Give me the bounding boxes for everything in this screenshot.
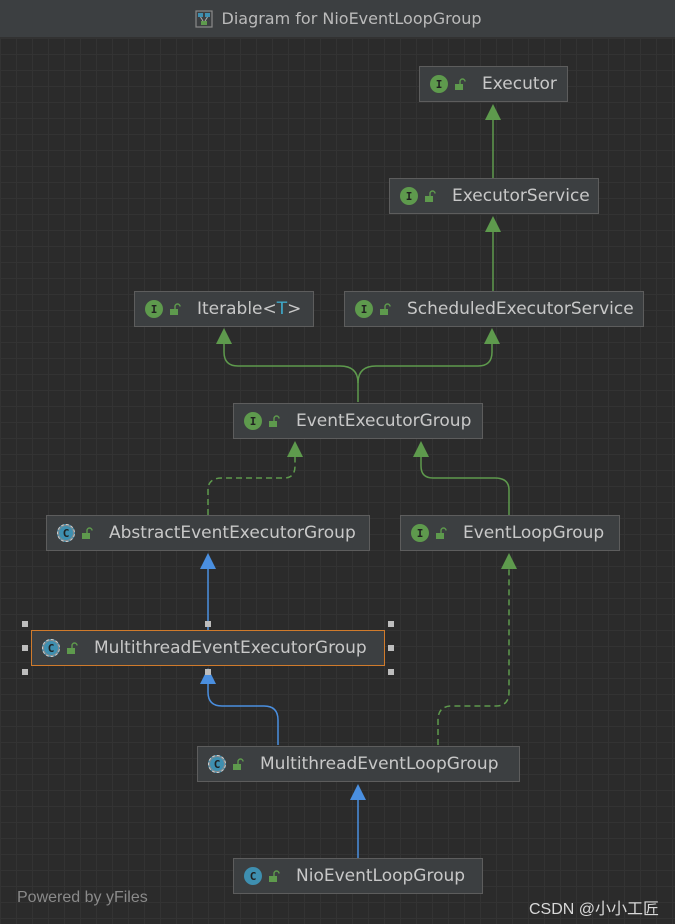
powered-by-text: Powered by yFiles <box>17 889 148 906</box>
unlocked-icon <box>269 415 280 427</box>
resize-handle-n[interactable] <box>205 621 211 627</box>
edge-executorservice-executor <box>485 104 501 180</box>
resize-handle-ne[interactable] <box>388 621 394 627</box>
resize-handle-nw[interactable] <box>22 621 28 627</box>
window-titlebar: Diagram for NioEventLoopGroup <box>0 0 675 38</box>
unlocked-icon <box>82 527 93 539</box>
edge-multithreadeventloopgroup-multithreadeventexecutorgroup <box>200 668 279 745</box>
resize-handle-e[interactable] <box>388 645 394 651</box>
unlocked-icon <box>425 190 436 202</box>
unlocked-icon <box>269 870 280 882</box>
resize-handle-se[interactable] <box>388 669 394 675</box>
window-title: Diagram for NioEventLoopGroup <box>221 9 482 28</box>
interface-icon: I <box>145 300 163 318</box>
edge-multithreadeventexecutorgroup-abstracteventexecutorgroup <box>200 553 216 630</box>
edges-layer <box>200 104 517 858</box>
resize-handle-s[interactable] <box>205 669 211 675</box>
node-multithread-event-executor-group[interactable]: C MultithreadEventExecutorGroup <box>31 630 385 666</box>
edge-eventloopgroup-eventexecutorgroup <box>413 441 510 515</box>
edge-eventexecutorgroup-iterable <box>216 328 359 402</box>
interface-icon: I <box>411 524 429 542</box>
node-scheduled-executor-service[interactable]: I ScheduledExecutorService <box>344 291 644 327</box>
node-label: Iterable <box>197 299 263 319</box>
node-multithread-event-loop-group[interactable]: C MultithreadEventLoopGroup <box>197 746 520 782</box>
unlocked-icon <box>170 303 181 315</box>
node-executor[interactable]: I Executor <box>419 66 568 102</box>
edge-nioeventloopgroup-multithreadeventloopgroup <box>350 784 366 858</box>
node-label: EventExecutorGroup <box>296 411 472 431</box>
node-label: ExecutorService <box>452 186 590 206</box>
interface-icon: I <box>430 75 448 93</box>
diagram-icon <box>194 9 213 28</box>
interface-icon: I <box>355 300 373 318</box>
edge-eventexecutorgroup-scheduledexecutorservice <box>357 328 500 384</box>
node-label: NioEventLoopGroup <box>296 866 466 886</box>
node-iterable[interactable]: I Iterable<T> <box>134 291 314 327</box>
node-label: ScheduledExecutorService <box>407 299 634 319</box>
interface-icon: I <box>244 412 262 430</box>
unlocked-icon <box>436 527 447 539</box>
resize-handle-w[interactable] <box>22 645 28 651</box>
unlocked-icon <box>380 303 391 315</box>
type-param-close: > <box>287 299 302 319</box>
node-executor-service[interactable]: I ExecutorService <box>389 178 599 214</box>
node-event-loop-group[interactable]: I EventLoopGroup <box>400 515 620 551</box>
node-event-executor-group[interactable]: I EventExecutorGroup <box>233 403 483 439</box>
type-param-open: < <box>262 299 277 319</box>
abstract-class-icon: C <box>208 755 226 773</box>
resize-handle-sw[interactable] <box>22 669 28 675</box>
edge-scheduledexecutorservice-executorservice <box>485 216 501 292</box>
unlocked-icon <box>455 78 466 90</box>
interface-icon: I <box>400 187 418 205</box>
node-abstract-event-executor-group[interactable]: C AbstractEventExecutorGroup <box>46 515 370 551</box>
node-label: AbstractEventExecutorGroup <box>109 523 356 543</box>
watermark-text: CSDN @小小工匠 <box>528 901 659 918</box>
node-label: MultithreadEventLoopGroup <box>260 754 499 774</box>
edge-abstracteventexecutorgroup-eventexecutorgroup <box>207 441 303 515</box>
class-icon: C <box>244 867 262 885</box>
abstract-class-icon: C <box>57 524 75 542</box>
unlocked-icon <box>67 642 78 654</box>
unlocked-icon <box>233 758 244 770</box>
node-label: EventLoopGroup <box>463 523 605 543</box>
type-param: T <box>276 299 288 319</box>
node-label: MultithreadEventExecutorGroup <box>94 638 367 658</box>
abstract-class-icon: C <box>42 639 60 657</box>
edge-multithreadeventloopgroup-eventloopgroup <box>437 553 517 745</box>
node-label: Executor <box>482 74 557 94</box>
node-nio-event-loop-group[interactable]: C NioEventLoopGroup <box>233 858 483 894</box>
diagram-canvas[interactable]: I Executor I ExecutorService I Iterable<… <box>0 38 675 924</box>
